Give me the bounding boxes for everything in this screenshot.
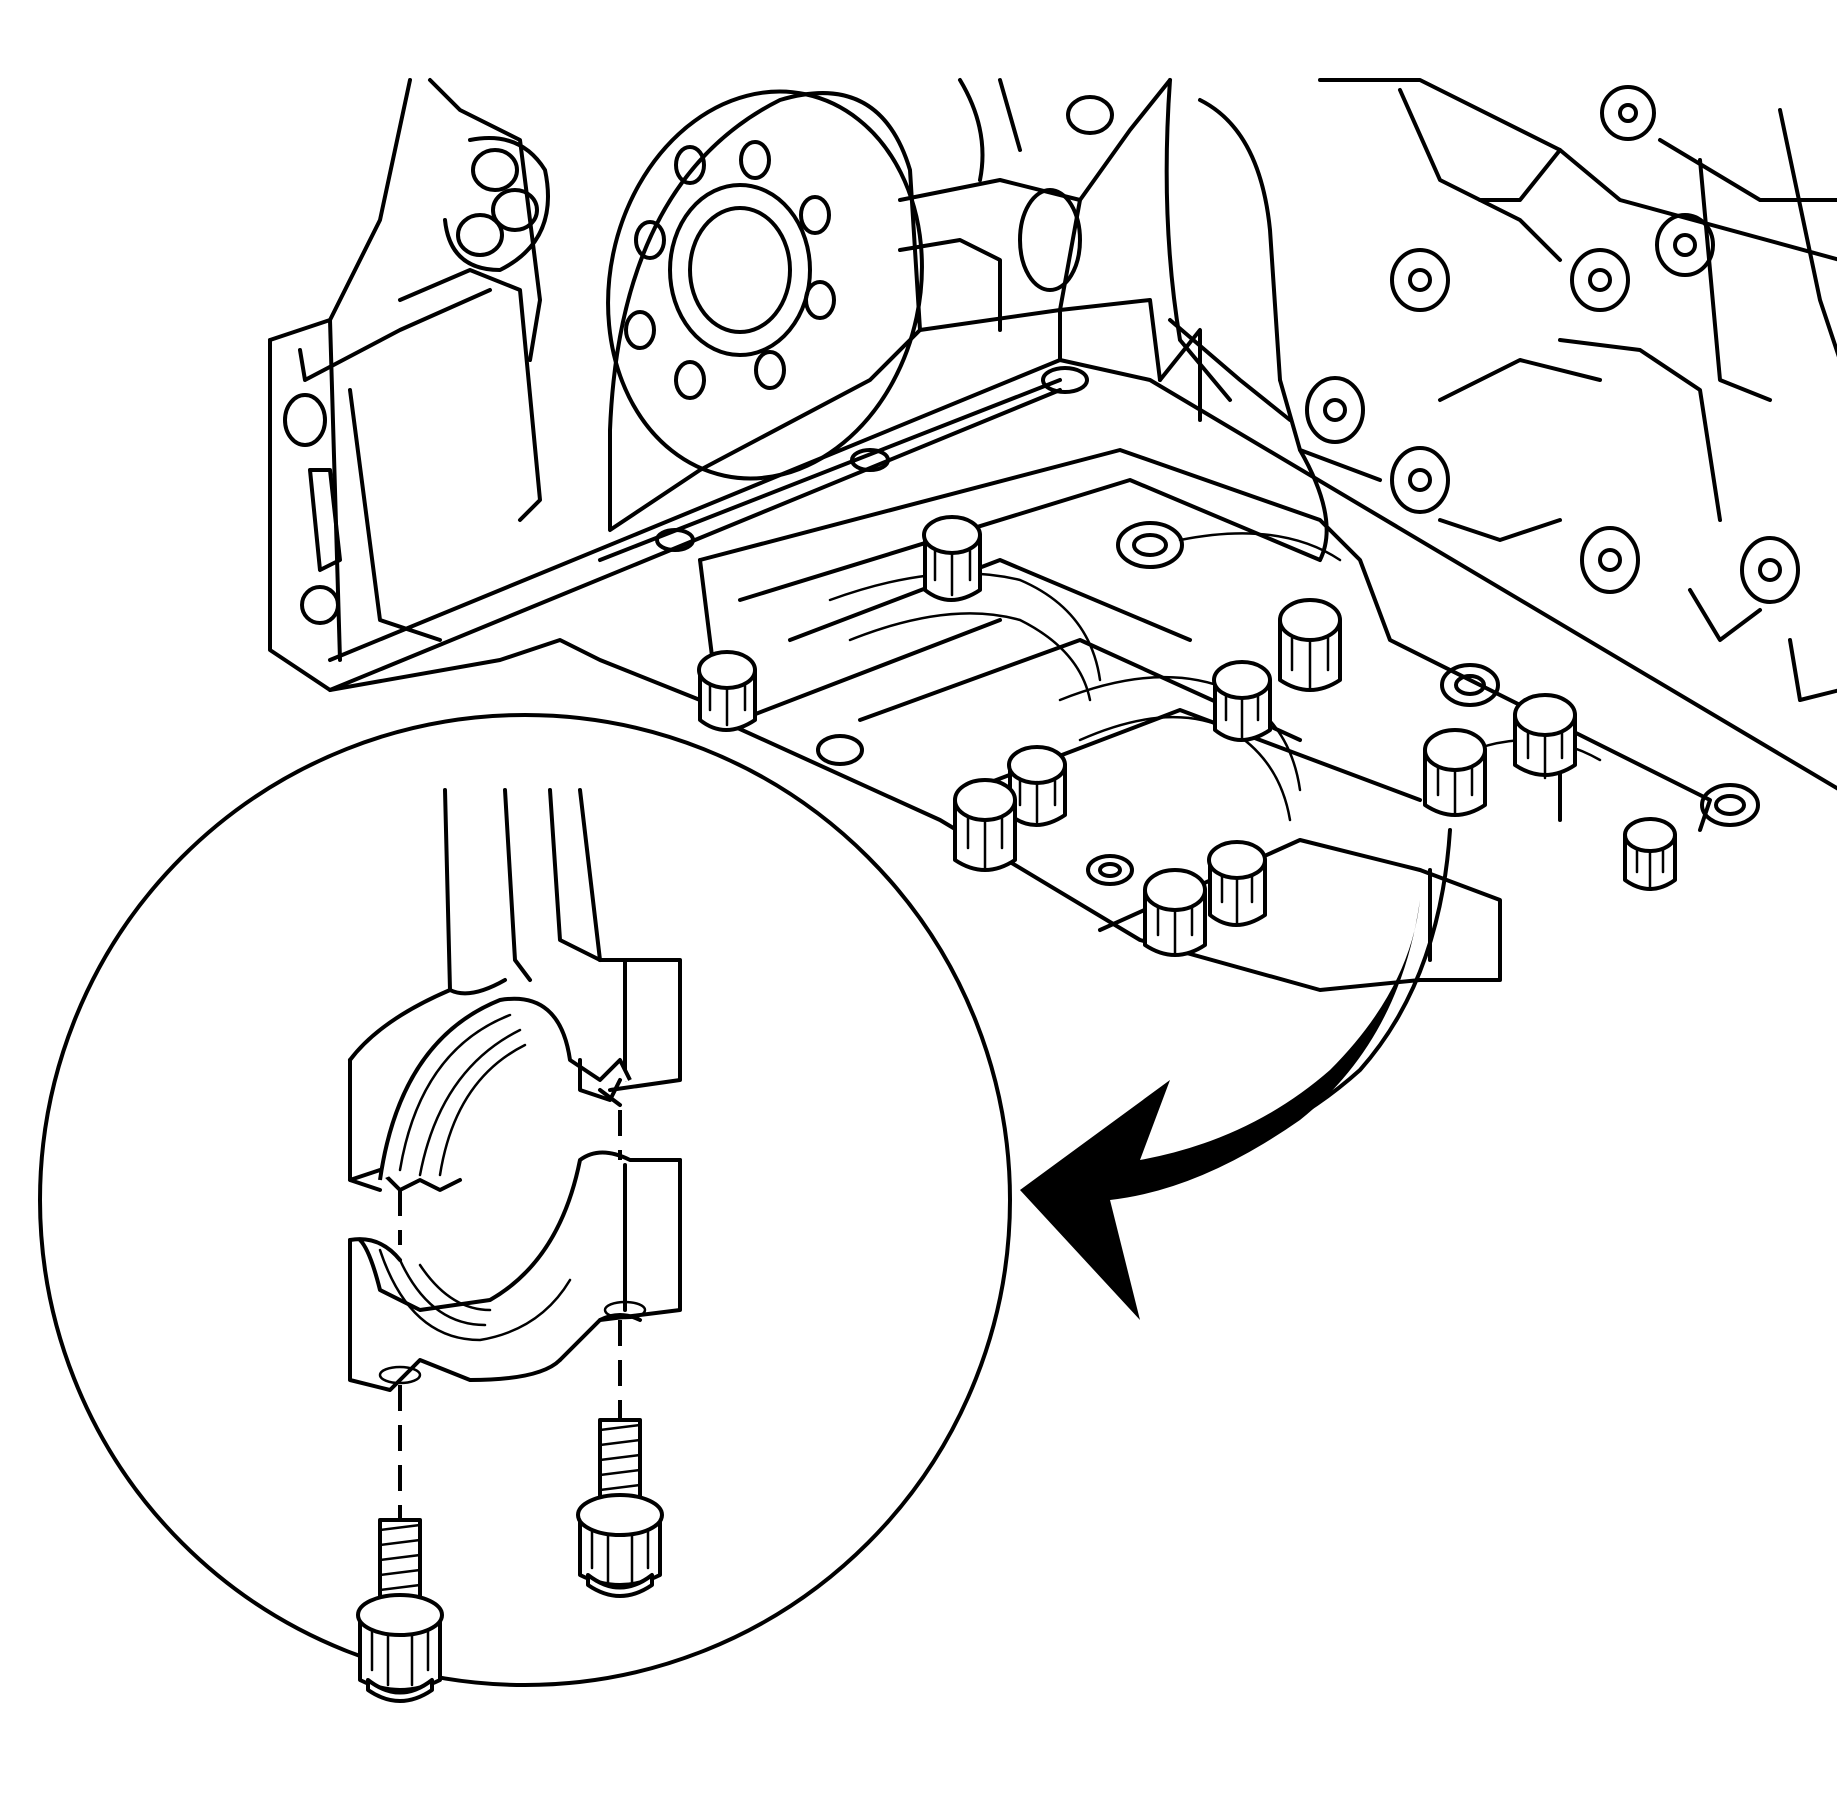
cap-bolt <box>1007 745 1067 827</box>
cap-bolt <box>953 778 1017 872</box>
cap-bolt <box>1513 693 1577 780</box>
connecting-rod-bolt <box>576 1418 664 1598</box>
connecting-rod-cap-detail <box>38 713 1012 1703</box>
cap-bolt <box>1623 817 1677 891</box>
cap-bolt <box>1207 840 1267 927</box>
cap-bolt <box>697 650 757 732</box>
cap-bolt <box>1423 728 1487 817</box>
connecting-rod-bolt <box>356 1518 444 1703</box>
detail-circle <box>38 713 1012 1687</box>
cap-bolt <box>1143 868 1207 957</box>
cap-bolt <box>1278 598 1342 692</box>
cap-bolt <box>922 515 982 602</box>
cap-bolt <box>1212 660 1272 742</box>
callout-arrow <box>1020 828 1452 1320</box>
main-bearing-cap-bolt-assembly <box>697 448 1760 992</box>
engine-block <box>268 78 1837 791</box>
